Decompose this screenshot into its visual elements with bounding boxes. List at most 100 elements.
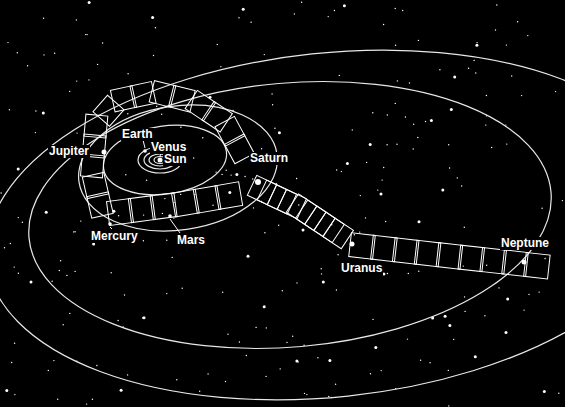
- star: [430, 119, 433, 122]
- star: [278, 225, 279, 226]
- star: [217, 44, 218, 45]
- star: [35, 132, 36, 133]
- star: [76, 19, 77, 20]
- star: [242, 8, 245, 11]
- star: [328, 359, 331, 362]
- star: [485, 124, 486, 125]
- star: [88, 79, 89, 80]
- star: [387, 273, 388, 274]
- star: [328, 16, 329, 17]
- star: [127, 113, 128, 114]
- star: [321, 268, 322, 269]
- star: [166, 240, 167, 241]
- star: [280, 368, 281, 369]
- star: [295, 360, 298, 363]
- star: [0, 192, 1, 193]
- star: [558, 393, 559, 394]
- star: [354, 234, 355, 235]
- star: [476, 42, 477, 43]
- star: [230, 174, 231, 175]
- star: [54, 53, 55, 54]
- star: [387, 114, 388, 115]
- star: [43, 54, 44, 55]
- star: [495, 29, 496, 30]
- star: [221, 174, 222, 175]
- star: [369, 143, 372, 146]
- planet-label: Saturn: [249, 152, 289, 165]
- star: [63, 324, 64, 325]
- star: [80, 220, 81, 221]
- star: [555, 91, 556, 92]
- saturn-dot: [255, 179, 261, 185]
- star: [562, 200, 563, 201]
- uranus-orbit: [17, 61, 562, 370]
- star: [182, 288, 183, 289]
- star: [413, 124, 414, 125]
- star: [265, 376, 266, 377]
- star: [7, 42, 8, 43]
- star: [30, 280, 33, 283]
- star: [102, 42, 103, 43]
- star: [453, 76, 456, 79]
- star: [538, 291, 539, 292]
- star: [69, 313, 70, 314]
- star: [477, 44, 478, 45]
- star: [301, 2, 302, 3]
- star: [409, 82, 410, 83]
- star: [359, 231, 360, 232]
- star: [468, 68, 469, 69]
- star: [395, 103, 396, 104]
- star: [143, 214, 144, 215]
- star: [238, 17, 239, 18]
- star: [278, 131, 281, 134]
- star: [252, 178, 253, 179]
- star: [380, 193, 383, 196]
- star: [425, 121, 426, 122]
- star: [5, 389, 8, 392]
- star: [274, 128, 275, 129]
- star: [266, 327, 267, 328]
- star: [45, 211, 48, 214]
- star: [57, 399, 58, 400]
- star: [22, 222, 23, 223]
- earth-dot: [143, 149, 147, 153]
- star: [220, 66, 221, 67]
- star: [172, 257, 173, 258]
- star: [97, 64, 98, 65]
- star: [272, 104, 273, 105]
- star: [164, 198, 165, 199]
- star: [385, 221, 386, 222]
- frame-square: [128, 196, 155, 223]
- star: [321, 273, 322, 274]
- leader-line: [110, 227, 112, 229]
- star: [161, 114, 162, 115]
- star: [4, 247, 5, 248]
- frame-square: [84, 114, 108, 138]
- star: [505, 331, 508, 334]
- planet-label: Uranus: [340, 262, 383, 275]
- star: [296, 178, 297, 179]
- star: [444, 315, 447, 318]
- star: [85, 34, 86, 35]
- star: [73, 231, 74, 232]
- star: [227, 334, 228, 335]
- star: [271, 93, 272, 94]
- star: [317, 357, 318, 358]
- star: [339, 75, 340, 76]
- star: [60, 260, 61, 261]
- jupiter-orbit: [99, 118, 231, 203]
- neptune-orbit: [0, 18, 565, 407]
- sun-dot: [158, 158, 163, 163]
- star: [506, 298, 509, 301]
- star: [543, 390, 546, 393]
- star: [18, 217, 19, 218]
- star: [544, 258, 545, 259]
- star: [14, 343, 15, 344]
- star: [120, 389, 123, 392]
- star: [244, 176, 245, 177]
- star: [352, 129, 353, 130]
- star: [541, 208, 542, 209]
- star: [474, 355, 477, 358]
- star: [76, 132, 77, 133]
